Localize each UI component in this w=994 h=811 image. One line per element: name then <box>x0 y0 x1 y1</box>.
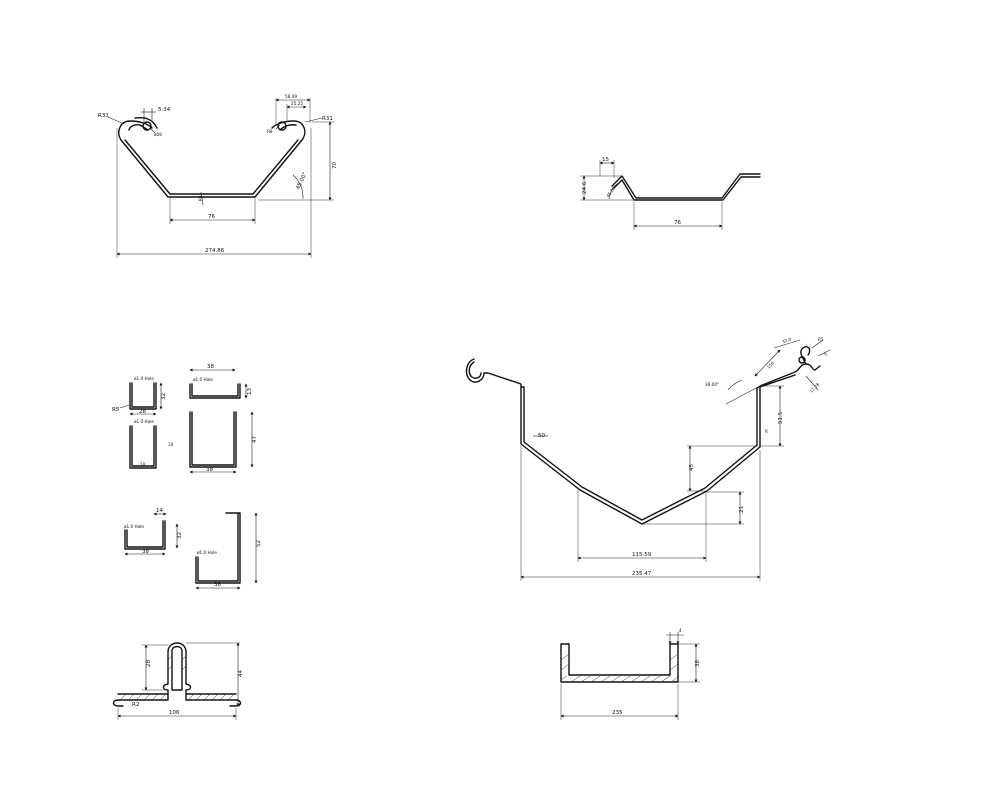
p2-dim-angle: 45.00° <box>605 184 617 198</box>
profile-3-small-brackets: ø1.0 Hole 28 32 R5 ø1.0 Hole 10 10 ø1.0 … <box>112 364 262 590</box>
label-r31-right: R31 <box>322 116 333 122</box>
bracket-b-side: 10 <box>168 442 174 447</box>
dim-angle: 45.00° <box>295 171 308 191</box>
label-o8: ø08 <box>154 132 162 137</box>
bracket-b-label: 10 <box>140 462 146 467</box>
bracket-e-height: 32 <box>177 532 183 539</box>
label-534: 5.34 <box>158 107 171 113</box>
p4-dim-28: 28 <box>146 660 152 667</box>
p2-dim-76: 76 <box>674 220 681 226</box>
p5-dim-45: 45 <box>689 464 695 471</box>
profile-2-shallow-trough: 15 24.6 45.00° 76 <box>580 157 761 230</box>
profile-1-trough: 274.86 76 70 45.00° R8 R31 5.34 ø08 58.4… <box>98 94 338 258</box>
profile-2-outline <box>611 173 761 201</box>
label-2525: 25.25 <box>291 101 303 106</box>
p5-dim-11-78: 11.78 <box>808 381 820 393</box>
profile-6-outline <box>560 643 679 683</box>
bracket-f-height: 52 <box>256 540 262 547</box>
bracket-c-width: 38 <box>207 364 214 370</box>
p5-dim-total: 235.47 <box>632 571 652 577</box>
profile-6-u-channel: 4 38 235 <box>560 628 701 720</box>
p6-dim-4: 4 <box>679 628 682 633</box>
p6-dim-38: 38 <box>695 660 701 667</box>
bracket-d <box>189 411 237 468</box>
p5-dim-5: 5 <box>823 351 828 357</box>
profile-1-right-hook <box>277 121 287 131</box>
bracket-a <box>129 382 157 410</box>
bracket-a-radius: R5 <box>112 407 120 413</box>
bracket-a-note: ø1.0 Hole <box>134 376 154 381</box>
bracket-f-note: ø1.0 Hole <box>197 550 217 555</box>
profile-4-outline <box>112 642 242 707</box>
bracket-c <box>189 383 241 399</box>
p5-dim-50: 50 <box>538 433 545 439</box>
bracket-a-width: 28 <box>139 409 146 415</box>
label-5849: 58.49 <box>285 94 297 99</box>
bracket-f <box>195 512 241 584</box>
p5-dim-r: R <box>765 429 768 434</box>
p4-dim-44: 44 <box>238 670 244 677</box>
p5-dim-inner: 115.59 <box>632 552 652 558</box>
bracket-d-width: 38 <box>206 467 213 473</box>
dim-height: 70 <box>332 162 338 169</box>
p2-dim-246: 24.6 <box>582 181 588 194</box>
p5-dim-32: 32.0 <box>781 337 792 345</box>
p5-dim-150: 150 <box>766 360 775 369</box>
bracket-c-note: ø1.0 Hole <box>193 377 213 382</box>
profile-5-v-gutter: 235.47 115.59 45 21 50 51.5 R 39.00° 150 <box>465 337 831 581</box>
bracket-b-note: ø1.0 Hole <box>134 419 154 424</box>
bracket-c-height: 13 <box>247 388 253 395</box>
dim-total-width: 274.86 <box>205 248 225 254</box>
bracket-e-note: ø1.0 Hole <box>124 524 144 529</box>
bracket-e-width: 38 <box>142 549 149 555</box>
p4-dim-r2: R2 <box>132 702 139 708</box>
profile-1-inner <box>124 124 299 195</box>
profile-4-t-rib: 28 44 106 R2 <box>112 642 244 720</box>
bracket-b <box>129 425 157 469</box>
bracket-f-width: 38 <box>214 582 221 588</box>
profile-5-inner <box>468 346 811 521</box>
dim-bottom-width: 76 <box>208 214 215 220</box>
label-r8-right: R8 <box>267 129 273 134</box>
p4-dim-106: 106 <box>169 710 180 716</box>
bracket-d-height: 47 <box>252 436 258 443</box>
p5-dim-angle: 39.00° <box>705 382 719 387</box>
bracket-a-height: 32 <box>161 393 167 400</box>
p6-dim-235: 235 <box>612 710 623 716</box>
profile-1-outline <box>118 117 306 198</box>
p5-dim-r5: R5 <box>818 337 824 342</box>
p5-dim-51-5: 51.5 <box>778 411 784 424</box>
profile-1-left-hook <box>142 121 152 131</box>
p2-dim-15: 15 <box>602 157 609 163</box>
label-r31-left: R31 <box>98 113 109 119</box>
p5-dim-21: 21 <box>739 506 745 513</box>
profile-5-outline <box>465 358 821 525</box>
dim-bottom-radius: R8 <box>198 195 203 201</box>
bracket-e-top: 14 <box>156 508 163 514</box>
bracket-e <box>124 520 166 550</box>
profile-4-slot <box>171 645 183 691</box>
profile-5-hook <box>798 356 806 364</box>
